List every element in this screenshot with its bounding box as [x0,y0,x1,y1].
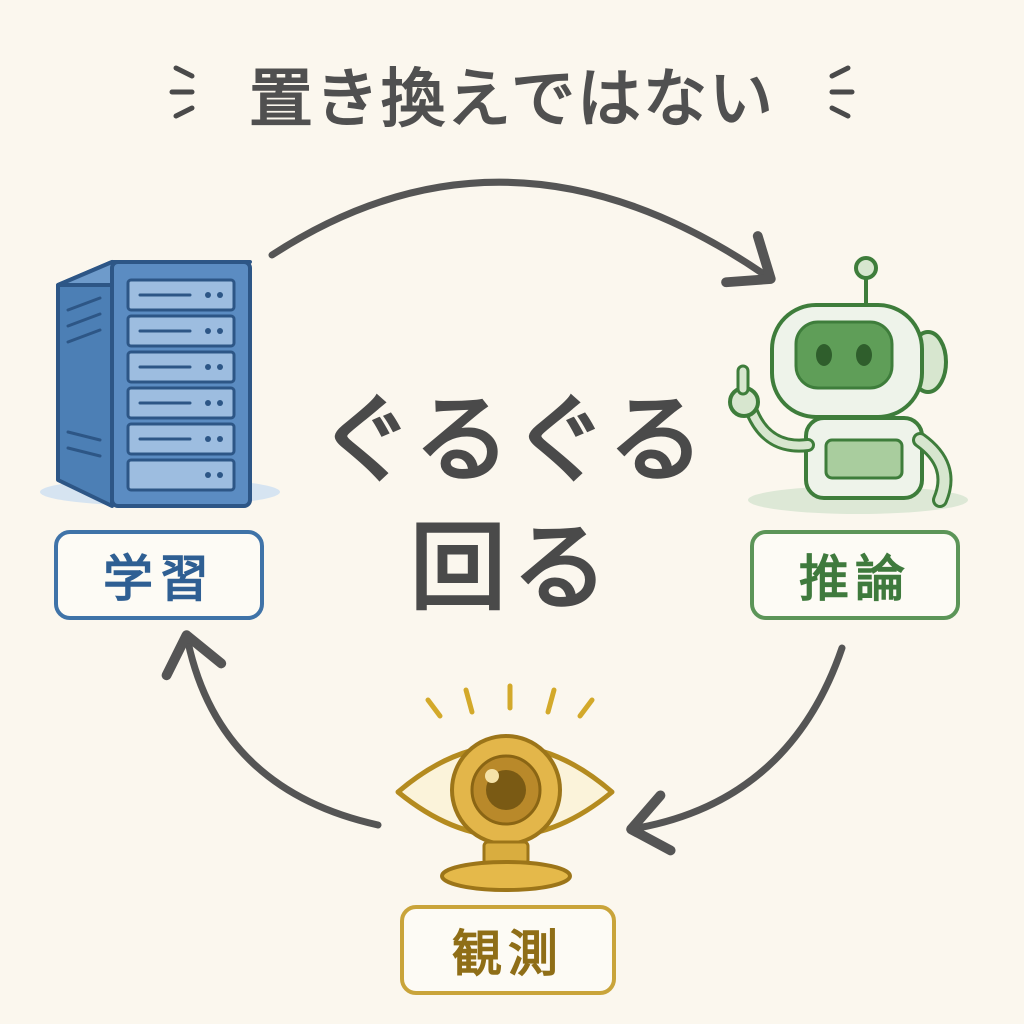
page-title: 置き換えではない [248,63,776,137]
center-text-line2: 回る [410,512,614,624]
arrow-learning-to-inference [268,178,776,288]
label-inference: 推論 [750,530,960,620]
arrow-observation-to-learning [161,630,382,829]
label-observation: 観測 [400,905,616,995]
eye-sensor-icon [395,683,615,892]
arrow-inference-to-observation [626,644,846,856]
title-emphasis-right-icon [829,65,855,119]
robot-icon [728,256,968,514]
server-rack-icon [40,260,280,508]
label-learning: 学習 [54,530,264,620]
title-emphasis-left-icon [169,65,195,119]
center-text-line1: ぐるぐる [317,384,707,496]
